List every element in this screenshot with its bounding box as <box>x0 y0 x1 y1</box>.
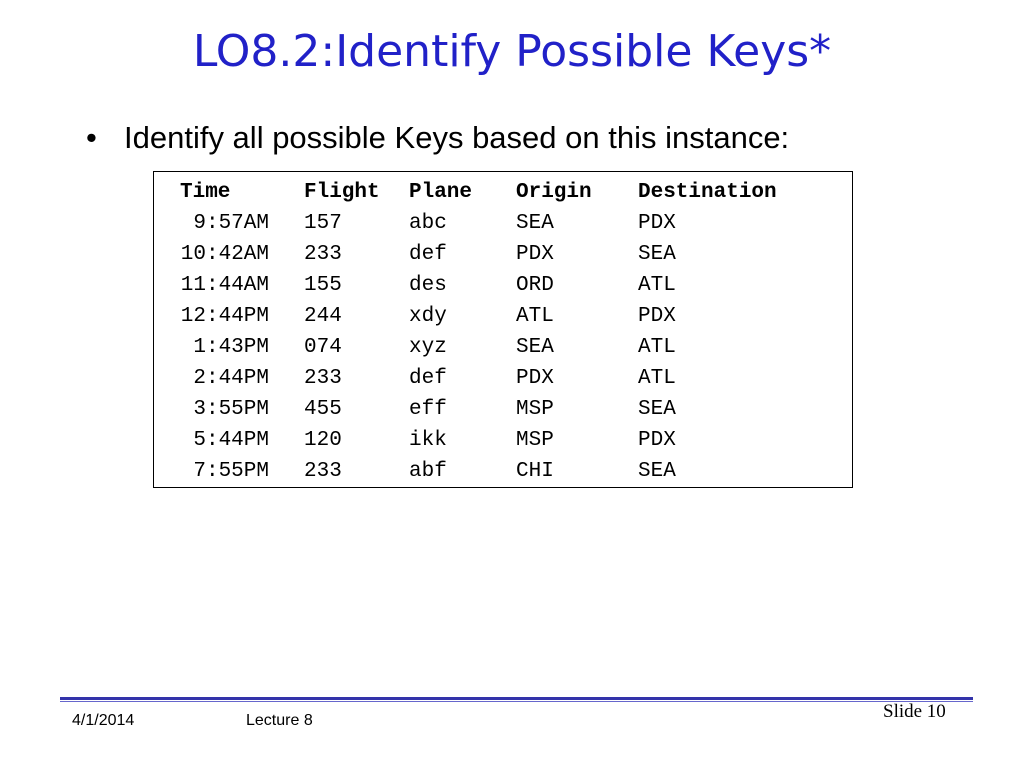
table-row: 12:44PM 244 xdy ATL PDX <box>154 301 852 332</box>
cell-plane: def <box>409 367 447 390</box>
table-row: 10:42AM 233 def PDX SEA <box>154 239 852 270</box>
cell-flight: 233 <box>304 367 342 390</box>
cell-destination: PDX <box>638 212 676 235</box>
cell-origin: SEA <box>516 212 554 235</box>
flight-table: Time Flight Plane Origin Destination 9:5… <box>153 171 853 488</box>
cell-plane: abf <box>409 460 447 483</box>
cell-plane: def <box>409 243 447 266</box>
cell-time: 12:44PM <box>180 305 269 328</box>
cell-time: 2:44PM <box>193 367 269 390</box>
cell-flight: 244 <box>304 305 342 328</box>
table-row: 5:44PM 120 ikk MSP PDX <box>154 425 852 456</box>
footer-date: 4/1/2014 <box>72 712 135 729</box>
slide-title: LO8.2:Identify Possible Keys* <box>192 26 832 77</box>
cell-time: 9:57AM <box>193 212 269 235</box>
header-time: Time <box>180 181 231 204</box>
cell-time: 1:43PM <box>193 336 269 359</box>
footer-slide-number: Slide 10 <box>883 701 946 722</box>
cell-flight: 155 <box>304 274 342 297</box>
cell-origin: SEA <box>516 336 554 359</box>
cell-time: 5:44PM <box>193 429 269 452</box>
table-row: 7:55PM 233 abf CHI SEA <box>154 456 852 487</box>
cell-plane: abc <box>409 212 447 235</box>
cell-destination: ATL <box>638 274 676 297</box>
table-header-row: Time Flight Plane Origin Destination <box>154 177 777 208</box>
cell-time: 10:42AM <box>180 243 269 266</box>
table-row: 2:44PM 233 def PDX ATL <box>154 363 852 394</box>
cell-origin: MSP <box>516 398 554 421</box>
cell-origin: CHI <box>516 460 554 483</box>
cell-destination: ATL <box>638 336 676 359</box>
header-destination: Destination <box>638 181 777 204</box>
bullet-marker: • <box>86 120 97 155</box>
cell-origin: PDX <box>516 367 554 390</box>
cell-time: 7:55PM <box>193 460 269 483</box>
table-row: 1:43PM 074 xyz SEA ATL <box>154 332 852 363</box>
cell-plane: des <box>409 274 447 297</box>
bullet-text: Identify all possible Keys based on this… <box>124 120 790 155</box>
table-row: 9:57AM 157 abc SEA PDX <box>154 208 852 239</box>
cell-origin: ORD <box>516 274 554 297</box>
cell-flight: 233 <box>304 460 342 483</box>
cell-plane: eff <box>409 398 447 421</box>
cell-origin: ATL <box>516 305 554 328</box>
cell-flight: 157 <box>304 212 342 235</box>
header-plane: Plane <box>409 181 473 204</box>
cell-destination: PDX <box>638 429 676 452</box>
cell-origin: PDX <box>516 243 554 266</box>
cell-destination: PDX <box>638 305 676 328</box>
cell-plane: ikk <box>409 429 447 452</box>
header-flight: Flight <box>304 181 380 204</box>
header-origin: Origin <box>516 181 592 204</box>
table-row: 3:55PM 455 eff MSP SEA <box>154 394 852 425</box>
cell-flight: 120 <box>304 429 342 452</box>
cell-time: 3:55PM <box>193 398 269 421</box>
cell-destination: ATL <box>638 367 676 390</box>
footer-lecture: Lecture 8 <box>246 712 313 729</box>
cell-plane: xdy <box>409 305 447 328</box>
cell-plane: xyz <box>409 336 447 359</box>
cell-origin: MSP <box>516 429 554 452</box>
cell-time: 11:44AM <box>180 274 269 297</box>
bullet-item: • Identify all possible Keys based on thi… <box>86 116 789 160</box>
cell-destination: SEA <box>638 398 676 421</box>
cell-destination: SEA <box>638 460 676 483</box>
footer-rule <box>60 697 973 700</box>
cell-flight: 455 <box>304 398 342 421</box>
table-row: 11:44AM 155 des ORD ATL <box>154 270 852 301</box>
cell-flight: 233 <box>304 243 342 266</box>
footer-rule-thin <box>60 701 973 702</box>
cell-flight: 074 <box>304 336 342 359</box>
cell-destination: SEA <box>638 243 676 266</box>
